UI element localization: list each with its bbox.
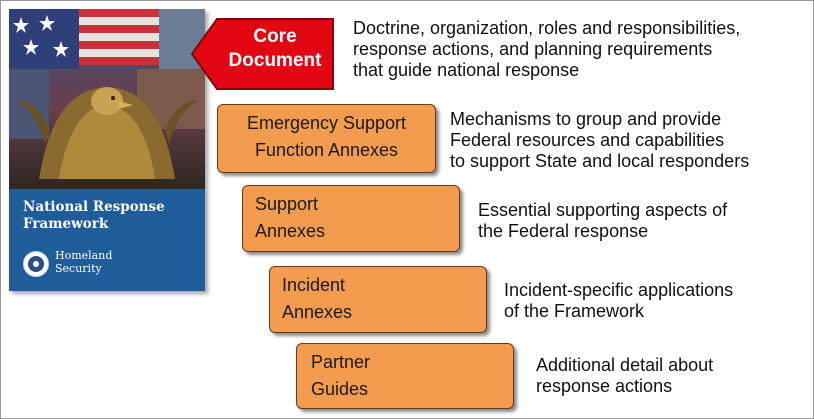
core-document-label: Core Document	[228, 26, 322, 71]
esf-annexes-description: Mechanisms to group and provide Federal …	[450, 109, 750, 171]
incident-annexes-description: Incident-specific applications of the Fr…	[504, 280, 734, 321]
core-document-arrow	[190, 18, 334, 90]
eagle-flag-icon	[9, 9, 205, 179]
incident-annexes-box: Incident Annexes	[269, 266, 487, 333]
nrf-cover-image: National Response Framework Homeland Sec…	[9, 9, 205, 291]
cover-title-band: National Response Framework Homeland Sec…	[9, 189, 205, 291]
core-document-description: Doctrine, organization, roles and respon…	[353, 18, 741, 80]
flag-eagle-artwork	[9, 9, 205, 189]
partner-guides-box: Partner Guides	[296, 343, 514, 409]
support-annexes-box: Support Annexes	[242, 185, 460, 252]
esf-annexes-box: Emergency Support Function Annexes	[217, 104, 436, 173]
support-annexes-description: Essential supporting aspects of the Fede…	[478, 200, 728, 241]
dhs-seal-icon	[23, 251, 49, 277]
partner-guides-description: Additional detail about response actions	[536, 355, 714, 396]
agency-name: Homeland Security	[55, 249, 113, 275]
cover-title: National Response Framework	[23, 199, 165, 232]
